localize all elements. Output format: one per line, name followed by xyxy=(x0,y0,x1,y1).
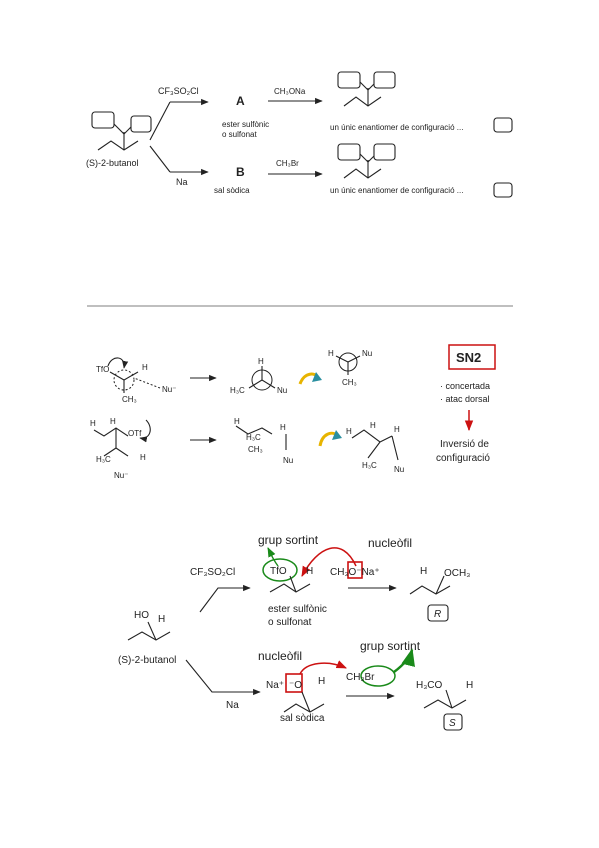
scheme-1: (S)-2-butanol CF₃SO₂Cl Na A ester sulfòn… xyxy=(86,71,513,198)
product-bottom: H₃CO xyxy=(416,680,443,691)
h-label-4: H xyxy=(90,419,96,428)
feature-2: · atac dorsal xyxy=(440,394,490,404)
h-label-8: H xyxy=(280,423,286,432)
h-ester: H xyxy=(306,566,313,577)
reagent-top-2: CF₃SO₂Cl xyxy=(190,567,235,578)
salt-label: sal sòdica xyxy=(280,713,325,724)
product-A-skeleton xyxy=(337,71,396,107)
sn2-label: SN2 xyxy=(456,350,481,365)
h-salt: H xyxy=(318,676,325,687)
reagent-top: CF₃SO₂Cl xyxy=(158,86,199,96)
start-label-2: (S)-2-butanol xyxy=(118,655,176,666)
ho-label: HO xyxy=(134,610,149,621)
B-desc: sal sòdica xyxy=(214,186,250,195)
butanol-skeleton xyxy=(91,111,152,151)
ch3-label-2: CH₃ xyxy=(342,378,357,387)
h3c-label-4: H₃C xyxy=(362,461,377,470)
na-plus: Na⁺ xyxy=(266,680,284,691)
nucleophile-bottom: nucleòfil xyxy=(258,649,302,663)
o-minus: ⁻O xyxy=(289,680,302,691)
start-label: (S)-2-butanol xyxy=(86,158,139,168)
blank-box xyxy=(337,143,361,161)
nu-label-3: Nu xyxy=(283,456,293,465)
A-desc-1: ester sulfònic xyxy=(222,120,269,129)
ch3-label-1: CH₃ xyxy=(122,395,137,404)
h3c-label-1: H₃C xyxy=(230,386,245,395)
arrow-to-salt xyxy=(185,659,261,696)
h-product-bottom: H xyxy=(466,680,473,691)
config-box-top xyxy=(427,604,449,622)
otf-label: OTf xyxy=(128,429,142,438)
methoxide: CH₃O⁻Na⁺ xyxy=(330,567,380,578)
reagent-bottom: Na xyxy=(176,177,188,187)
ester-line-1: ester sulfònic xyxy=(268,604,327,615)
h-start: H xyxy=(158,614,165,625)
h-label-3: H xyxy=(328,349,334,358)
nu-minus-2: Nu⁻ xyxy=(114,471,128,480)
newman-circle xyxy=(113,369,135,391)
h-label-9: H xyxy=(346,427,352,436)
result-B: un únic enantiomer de configuració ... xyxy=(330,186,463,195)
nu-label-4: Nu xyxy=(394,465,404,474)
product-B-skeleton xyxy=(337,143,396,179)
blank-box xyxy=(91,111,115,129)
ester-line-2: o sulfonat xyxy=(268,617,312,628)
mechanism-panel: TfO H CH₃ Nu⁻ H H₃C Nu H Nu CH₃ SN2 · co… xyxy=(90,344,496,480)
config-top: R xyxy=(434,609,441,620)
nu-label-1: Nu xyxy=(277,386,287,395)
h-label-7: H xyxy=(234,417,240,426)
tfo-label-1: TfO xyxy=(96,365,109,374)
compound-A: A xyxy=(236,94,245,108)
leaving-group-top: grup sortint xyxy=(258,533,319,547)
reagent-A: CH₃ONa xyxy=(274,87,306,96)
h-label-10: H xyxy=(370,421,376,430)
config-bottom: S xyxy=(449,718,456,729)
tfo-ester: TfO xyxy=(270,566,287,577)
sn2-box xyxy=(448,344,496,370)
nucleophile-box-top xyxy=(347,561,363,579)
h3c-label-2: H₃C xyxy=(96,455,111,464)
reagent-B: CH₃Br xyxy=(276,159,299,168)
nucleophile-top: nucleòfil xyxy=(368,536,412,550)
result-A: un únic enantiomer de configuració ... xyxy=(330,123,463,132)
h-product-top: H xyxy=(420,566,427,577)
blank-box xyxy=(373,71,396,89)
blank-box xyxy=(373,143,396,161)
h-label-2: H xyxy=(258,357,264,366)
compound-B: B xyxy=(236,165,245,179)
h-label-11: H xyxy=(394,425,400,434)
config-box-bottom xyxy=(443,713,463,731)
result-line-1: Inversió de xyxy=(440,439,489,450)
reagent-bottom-2: Na xyxy=(226,700,239,711)
nucleophile-box-bottom xyxy=(285,673,303,693)
scheme-2: grup sortint nucleòfil CF₃SO₂Cl TfO H es… xyxy=(118,533,473,731)
config-answer-box-B[interactable] xyxy=(493,182,513,198)
nu-minus-1: Nu⁻ xyxy=(162,385,176,394)
h-label-1: H xyxy=(142,363,148,372)
result-line-2: configuració xyxy=(436,453,490,464)
A-desc-2: o sulfonat xyxy=(222,130,257,139)
h-label-6: H xyxy=(140,453,146,462)
ch3br: CH₃Br xyxy=(346,672,375,683)
config-answer-box-A[interactable] xyxy=(493,117,513,133)
blank-box xyxy=(337,71,361,89)
leaving-group-circle xyxy=(262,558,298,582)
h3c-label-3: H₃C xyxy=(246,433,261,442)
feature-1: · concertada xyxy=(440,381,490,391)
product-top: OCH₃ xyxy=(444,568,470,579)
ch3-label-3: CH₃ xyxy=(248,445,263,454)
nu-label-2: Nu xyxy=(362,349,372,358)
blank-box xyxy=(130,115,152,133)
arrow-to-ester xyxy=(199,584,251,613)
h-label-5: H xyxy=(110,417,116,426)
leaving-group-circle-2 xyxy=(360,665,396,687)
